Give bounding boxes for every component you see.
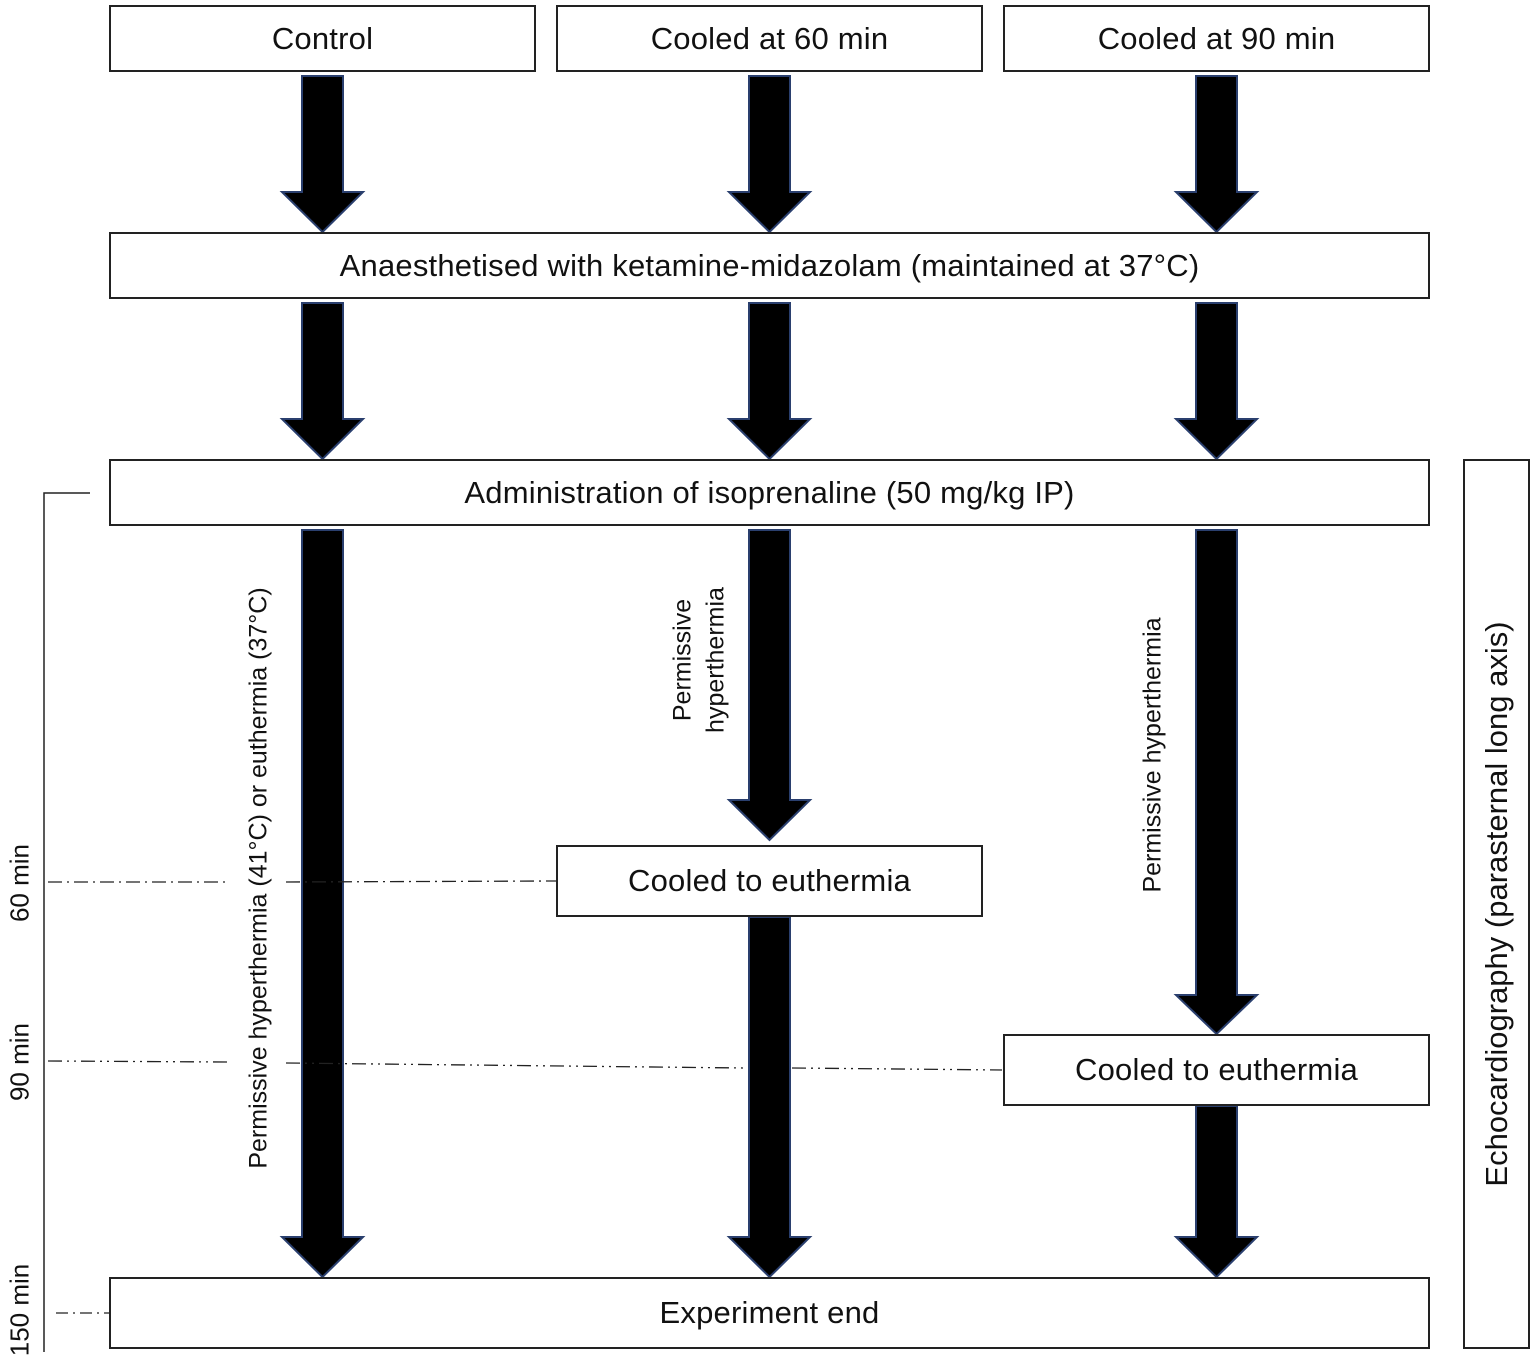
group-cooled-90-label: Cooled at 90 min [1097,20,1336,56]
cooled-60-arrow-label-line2: hyperthermia [701,587,730,733]
guide-line-60-b [285,880,557,883]
group-control-box: Control [109,5,536,72]
arrow-cool60-1 [726,75,813,234]
arrow-control-2 [279,302,366,461]
arrow-cool90-1 [1173,75,1260,234]
arrow-control-long [279,529,366,1279]
cooled-60-step-label: Cooled to euthermia [628,863,911,898]
control-arrow-label: Permissive hyperthermia (41°C) or euther… [244,587,273,1169]
group-cooled-60-box: Cooled at 60 min [556,5,983,72]
experiment-end-label: Experiment end [659,1295,880,1330]
cooled-90-step-label: Cooled to euthermia [1075,1052,1358,1087]
arrow-cool90-pre [1173,529,1260,1036]
timeline-tick-60: 60 min [4,843,35,923]
timeline-tick-90: 90 min [4,1022,35,1102]
arrow-cool90-post [1173,1105,1260,1279]
echocardiography-label: Echocardiography (parasternal long axis) [1479,621,1514,1187]
arrow-control-1 [279,75,366,234]
cooled-90-arrow-label: Permissive hyperthermia [1138,617,1167,893]
isoprenaline-step-label: Administration of isoprenaline (50 mg/kg… [464,474,1075,510]
arrow-cool60-post [726,916,813,1279]
echocardiography-box [1463,459,1530,1349]
guide-line-90-b [285,1062,746,1069]
guide-line-90-a [47,1060,229,1063]
cooled-60-arrow-label-line1: Permissive [668,598,697,722]
cooled-60-step-box: Cooled to euthermia [556,845,983,917]
guide-line-90-c [791,1067,1003,1071]
arrow-cool60-pre [726,529,813,842]
arrow-cool60-2 [726,302,813,461]
timeline-bracket [43,492,90,1352]
group-cooled-90-box: Cooled at 90 min [1003,5,1430,72]
arrow-cool90-2 [1173,302,1260,461]
group-cooled-60-label: Cooled at 60 min [650,20,889,56]
anaesthesia-step-label: Anaesthetised with ketamine-midazolam (m… [339,247,1200,283]
group-control-label: Control [271,20,374,56]
cooled-90-step-box: Cooled to euthermia [1003,1034,1430,1106]
experiment-end-box: Experiment end [109,1277,1430,1349]
anaesthesia-step-box: Anaesthetised with ketamine-midazolam (m… [109,232,1430,299]
isoprenaline-step-box: Administration of isoprenaline (50 mg/kg… [109,459,1430,526]
timeline-tick-150: 150 min [4,1263,35,1357]
